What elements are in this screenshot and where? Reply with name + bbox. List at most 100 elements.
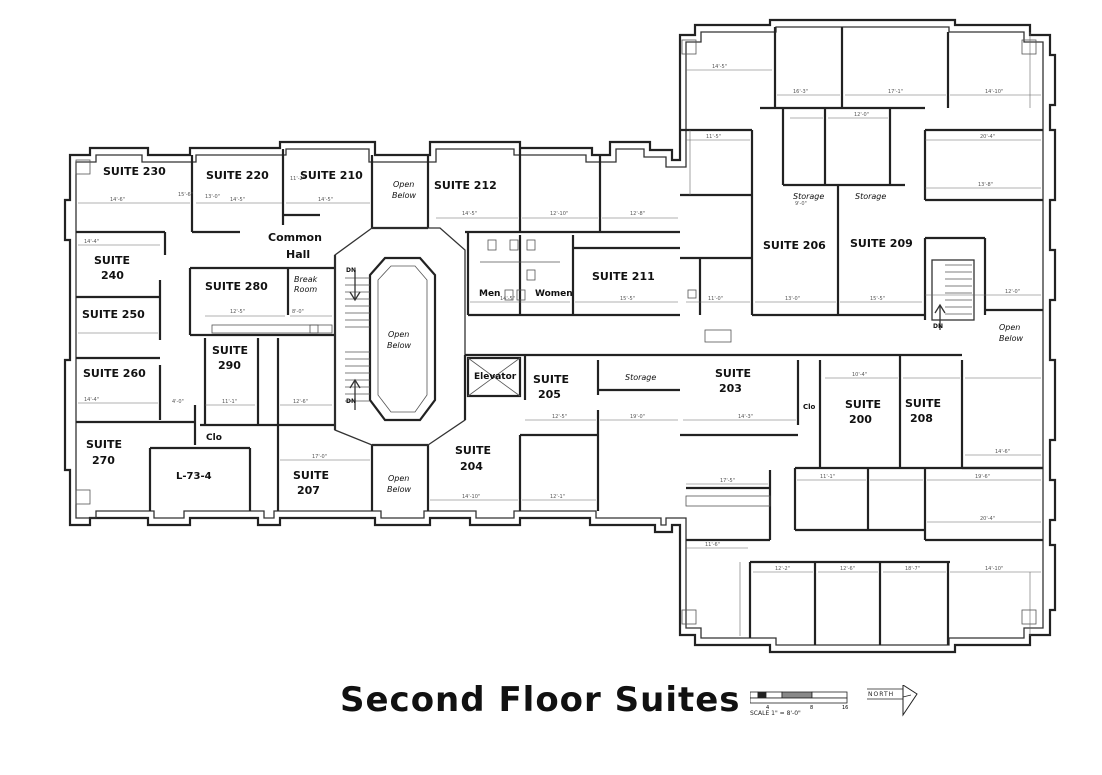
dimension-label: 14'-5"	[318, 197, 333, 203]
room-label-suite-203: SUITE	[715, 367, 751, 380]
room-label-suite-260: SUITE 260	[83, 367, 146, 380]
room-label-suite-270-2: 270	[92, 454, 115, 467]
interior-walls-middle	[463, 149, 732, 511]
dimension-label: 11'-2"	[290, 176, 305, 182]
north-label: NORTH	[868, 691, 895, 698]
dimension-label: 12'-0"	[854, 112, 869, 118]
room-labels: SUITE 230 SUITE 220 SUITE 210 Open Below…	[82, 165, 1024, 497]
central-atrium	[334, 227, 466, 446]
room-label-open-below-right-2: Below	[999, 334, 1024, 343]
room-label-suite-270: SUITE	[86, 438, 122, 451]
room-label-suite-206: SUITE 206	[763, 239, 826, 252]
room-label-suite-209: SUITE 209	[850, 237, 913, 250]
dimension-label: 14'-4"	[84, 397, 99, 403]
dimension-label: 20'-4"	[980, 516, 995, 522]
stair-dn-label: DN	[346, 398, 356, 405]
dimension-label: 12'-0"	[1005, 289, 1020, 295]
dimension-label: 16'-3"	[793, 89, 808, 95]
dimension-label: 12'-1"	[550, 494, 565, 500]
dimension-label: 15'-5"	[870, 296, 885, 302]
dimension-label: 13'-8"	[978, 182, 993, 188]
dimension-label: 14'-10"	[462, 494, 480, 500]
room-label-men: Men	[479, 289, 500, 299]
room-label-suite-207: SUITE	[293, 469, 329, 482]
dimension-label: 14'-4"	[84, 239, 99, 245]
scale-tick: 16	[842, 705, 848, 710]
dimension-label: 12'-6"	[840, 566, 855, 572]
dimension-label: 9'-0"	[795, 201, 807, 207]
dimension-label: 8'-0"	[292, 309, 304, 315]
dimension-label: 11'-1"	[222, 399, 237, 405]
room-label-suite-240: SUITE	[94, 254, 130, 267]
room-label-suite-280: SUITE 280	[205, 280, 268, 293]
dimension-label: 14'-10"	[985, 89, 1003, 95]
scale-tick: 4	[766, 705, 769, 710]
scale-tick: 8	[810, 705, 813, 710]
room-label-suite-230: SUITE 230	[103, 165, 166, 178]
dimension-label: 11'-5"	[706, 134, 721, 140]
dimension-label: 14'-5"	[500, 296, 515, 302]
room-label-open-below-bottom: Open	[388, 474, 409, 483]
room-label-open-below-center-2: Below	[387, 341, 412, 350]
room-label-suite-204: SUITE	[455, 444, 491, 457]
dimension-label: 18'-7"	[905, 566, 920, 572]
dimension-label: 17'-0"	[312, 454, 327, 460]
room-label-suite-200-2: 200	[849, 413, 872, 426]
room-label-women: Women	[535, 289, 573, 299]
dimension-label: 13'-0"	[205, 194, 220, 200]
dimension-label: 14'-5"	[712, 64, 727, 70]
north-arrow-icon	[867, 685, 918, 717]
room-label-open-below-top-2: Below	[392, 191, 417, 200]
room-label-suite-207-2: 207	[297, 484, 320, 497]
room-label-open-below-top: Open	[393, 180, 414, 189]
dimension-label: 12'-2"	[775, 566, 790, 572]
plan-title: Second Floor Suites	[340, 680, 741, 720]
dimension-label: 12'-10"	[550, 211, 568, 217]
room-label-suite-250: SUITE 250	[82, 308, 145, 321]
room-label-open-below-bottom-2: Below	[387, 485, 412, 494]
dimension-label: 12'-5"	[230, 309, 245, 315]
room-label-suite-203-2: 203	[719, 382, 742, 395]
room-label-clo-2: Clo	[803, 403, 816, 411]
room-label-storage-2: Storage	[855, 192, 886, 201]
room-label-break-room-2: Room	[294, 285, 317, 294]
room-label-l-73-4: L-73-4	[176, 471, 212, 482]
dimension-label: 17'-5"	[720, 478, 735, 484]
dimension-label: 12'-5"	[552, 414, 567, 420]
dimension-label: 15'-6"	[178, 192, 193, 198]
dimension-label: 13'-0"	[785, 296, 800, 302]
scale-bar: 4 8 16	[750, 691, 848, 710]
room-label-suite-240-2: 240	[101, 269, 124, 282]
dimension-label: 14'-3"	[738, 414, 753, 420]
dimension-label: 12'-8"	[630, 211, 645, 217]
room-label-suite-205-2: 205	[538, 388, 561, 401]
room-label-common-hall: Common	[268, 231, 322, 244]
dimension-label: 14'-6"	[995, 449, 1010, 455]
room-label-suite-210: SUITE 210	[300, 169, 363, 182]
dimension-label: 12'-6"	[293, 399, 308, 405]
room-label-suite-290: SUITE	[212, 344, 248, 357]
room-label-suite-208: SUITE	[905, 397, 941, 410]
dimension-label: 10'-4"	[852, 372, 867, 378]
room-label-common-hall-2: Hall	[286, 248, 310, 261]
dimension-lines	[78, 32, 1041, 636]
dimension-label: 14'-6"	[110, 197, 125, 203]
dimension-label: 17'-1"	[888, 89, 903, 95]
room-label-suite-211: SUITE 211	[592, 270, 655, 283]
dimension-label: 14'-5"	[230, 197, 245, 203]
room-label-open-below-center: Open	[388, 330, 409, 339]
dimension-label: 4'-0"	[172, 399, 184, 405]
dimension-label: 20'-4"	[980, 134, 995, 140]
scale-caption: SCALE 1" = 8'-0"	[750, 710, 801, 717]
dimension-label: 19'-6"	[975, 474, 990, 480]
dimension-label: 19'-0"	[630, 414, 645, 420]
interior-walls-right	[680, 27, 1043, 645]
dimension-label: 11'-1"	[820, 474, 835, 480]
room-label-suite-212: SUITE 212	[434, 179, 497, 192]
dimension-label: 15'-5"	[620, 296, 635, 302]
room-label-break-room: Break	[294, 275, 318, 284]
dimension-label: 14'-5"	[462, 211, 477, 217]
room-label-storage-1: Storage	[793, 192, 824, 201]
dimension-label: 14'-10"	[985, 566, 1003, 572]
room-label-suite-290-2: 290	[218, 359, 241, 372]
